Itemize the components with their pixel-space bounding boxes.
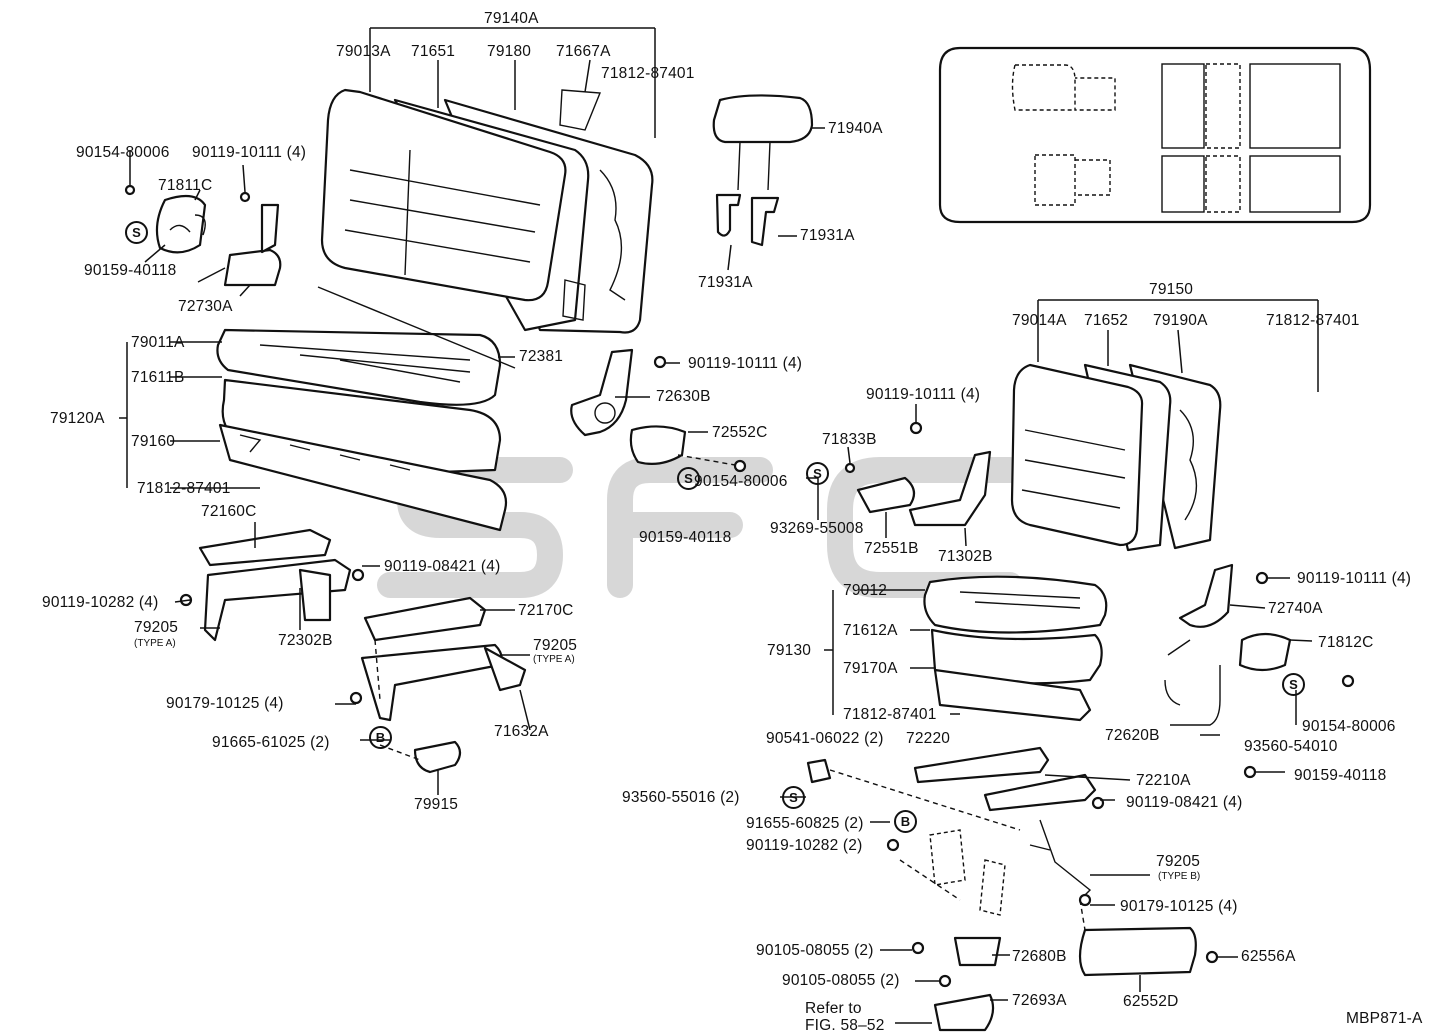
label-79130: 79130 [767, 642, 812, 659]
label-79160: 79160 [131, 433, 176, 450]
label-71812-87401-rear-cushion: 71812-87401 [137, 480, 231, 497]
label-72210A: 72210A [1136, 772, 1191, 789]
label-90154-80006-right: 90154-80006 [1302, 718, 1396, 735]
sublabel-type-a-left: (TYPE A) [134, 638, 176, 649]
headrest [712, 94, 814, 247]
label-90119-10111-front-top: 90119-10111 (4) [866, 386, 981, 403]
label-90119-10282-left: 90119-10282 (4) [42, 594, 159, 611]
label-71812-87401-rear-back: 71812-87401 [601, 65, 695, 82]
label-71302B: 71302B [938, 548, 993, 565]
label-79011A: 79011A [131, 334, 185, 351]
symbol-s-right: S [1282, 673, 1305, 696]
label-90541-06022: 90541-06022 (2) [766, 730, 884, 747]
label-72620B: 72620B [1105, 727, 1160, 744]
rear-seat-cushion [216, 286, 516, 532]
label-71812-87401-front-back: 71812-87401 [1266, 312, 1360, 329]
label-refer-to: Refer to [805, 1000, 862, 1017]
label-72170C: 72170C [518, 602, 574, 619]
label-71931A-bottom: 71931A [698, 274, 753, 291]
sublabel-type-b: (TYPE B) [1158, 871, 1201, 882]
label-79205-type-b: 79205 [1156, 853, 1201, 870]
label-90105-08055-bottom: 90105-08055 (2) [782, 972, 900, 989]
label-90119-08421-left: 90119-08421 (4) [384, 558, 501, 575]
label-71812-87401-front-cushion: 71812-87401 [843, 706, 937, 723]
label-79120A: 79120A [50, 410, 105, 427]
label-90159-40118-left: 90159-40118 [84, 262, 177, 279]
label-72551B: 72551B [864, 540, 919, 557]
label-90119-08421-right: 90119-08421 (4) [1126, 794, 1243, 811]
rear-hinge-left [124, 184, 282, 287]
label-71812C: 71812C [1318, 634, 1374, 651]
label-91655-60825: 91655-60825 (2) [746, 815, 864, 832]
label-72693A: 72693A [1012, 992, 1067, 1009]
label-79013A: 79013A [336, 43, 391, 60]
label-79915: 79915 [414, 796, 459, 813]
label-90119-10111-front-right: 90119-10111 (4) [1297, 570, 1412, 587]
label-72220: 72220 [906, 730, 951, 747]
label-62552D: 62552D [1123, 993, 1179, 1010]
symbol-b-left: B [369, 726, 392, 749]
label-72302B: 72302B [278, 632, 333, 649]
rear-seat-back [320, 88, 654, 334]
sublabel-type-a-right: (TYPE A) [533, 654, 575, 665]
label-72552C: 72552C [712, 424, 768, 441]
label-71931A-right: 71931A [800, 227, 855, 244]
label-90154-80006-left: 90154-80006 [76, 144, 170, 161]
front-hinge [844, 421, 1355, 779]
label-79140A: 79140A [484, 10, 539, 27]
label-71811C: 71811C [158, 177, 213, 194]
label-79170A: 79170A [843, 660, 898, 677]
label-90154-80006-middle: 90154-80006 [694, 473, 788, 490]
label-72630B: 72630B [656, 388, 711, 405]
label-72381: 72381 [519, 348, 564, 365]
label-72740A: 72740A [1268, 600, 1323, 617]
front-seat-back [1010, 363, 1222, 552]
label-71833B: 71833B [822, 431, 877, 448]
label-refer-figure: FIG. 58–52 [805, 1017, 885, 1034]
label-90159-40118-middle: 90159-40118 [639, 529, 732, 546]
label-79190A: 79190A [1153, 312, 1208, 329]
label-72730A: 72730A [178, 298, 233, 315]
label-90179-10125-left: 90179-10125 (4) [166, 695, 284, 712]
symbol-b-right: B [894, 810, 917, 833]
seat-layout-inset [938, 46, 1372, 224]
rear-seat-tracks [179, 528, 527, 774]
symbol-s-left: S [125, 221, 148, 244]
label-79205-type-a-left: 79205 [134, 619, 179, 636]
label-71632A: 71632A [494, 723, 549, 740]
recliner-middle [570, 348, 747, 473]
front-seat-tracks [806, 746, 1219, 1032]
label-91665-61025: 91665-61025 (2) [212, 734, 330, 751]
label-90119-10111-left: 90119-10111 (4) [192, 144, 307, 161]
label-79205-type-a-right: 79205 [533, 637, 578, 654]
label-90105-08055-top: 90105-08055 (2) [756, 942, 874, 959]
label-79150: 79150 [1149, 281, 1194, 298]
label-72680B: 72680B [1012, 948, 1067, 965]
figure-code: MBP871-A [1346, 1010, 1423, 1027]
label-93560-55016: 93560-55016 (2) [622, 789, 740, 806]
label-71651: 71651 [411, 43, 456, 60]
label-72160C: 72160C [201, 503, 257, 520]
label-93269-55008: 93269-55008 [770, 520, 864, 537]
label-71612A: 71612A [843, 622, 898, 639]
label-79014A: 79014A [1012, 312, 1067, 329]
symbol-s-front: S [806, 462, 829, 485]
label-71940A: 71940A [828, 120, 883, 137]
label-90119-10111-middle: 90119-10111 (4) [688, 355, 803, 372]
front-seat-cushion [923, 575, 1108, 722]
symbol-s-middle: S [677, 467, 700, 490]
label-71611B: 71611B [131, 369, 185, 386]
symbol-s-bottom: S [782, 786, 805, 809]
label-90119-10282-right: 90119-10282 (2) [746, 837, 863, 854]
label-71652: 71652 [1084, 312, 1129, 329]
label-90179-10125-right: 90179-10125 (4) [1120, 898, 1238, 915]
label-93560-54010: 93560-54010 [1244, 738, 1338, 755]
label-79012: 79012 [843, 582, 888, 599]
label-90159-40118-right: 90159-40118 [1294, 767, 1387, 784]
label-62556A: 62556A [1241, 948, 1296, 965]
label-71667A: 71667A [556, 43, 611, 60]
label-79180: 79180 [487, 43, 532, 60]
